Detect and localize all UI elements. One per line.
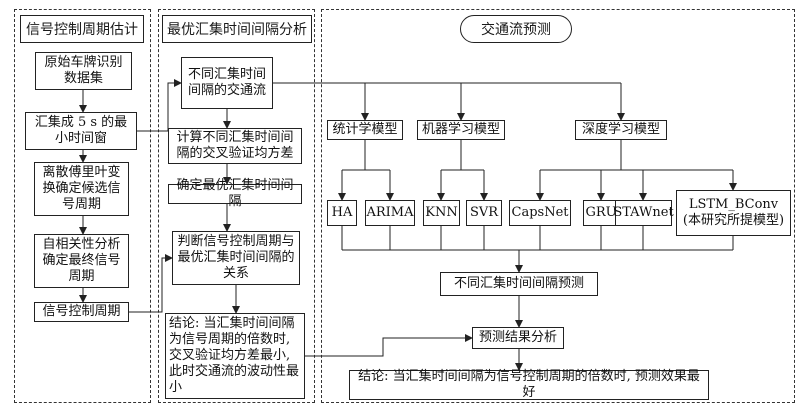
box-model-svr: SVR <box>466 200 502 226</box>
panel-title-signal-cycle: 信号控制周期估计 <box>20 15 144 43</box>
panel-title-optimal-interval: 最优汇集时间间隔分析 <box>162 15 312 43</box>
box-model-arima: ARIMA <box>365 200 415 226</box>
box-interval-prediction: 不同汇集时间间隔预测 <box>440 272 598 296</box>
box-model-stawnet: STAWnet <box>613 200 674 226</box>
panel-traffic-flow-prediction <box>321 9 795 403</box>
box-cv-mse: 计算不同汇集时间间隔的交叉验证均方差 <box>168 128 302 164</box>
box-signal-cycle: 信号控制周期 <box>34 302 129 322</box>
box-model-ha: HA <box>327 200 357 226</box>
box-dl-models: 深度学习模型 <box>575 120 667 140</box>
box-interval-traffic-flow: 不同汇集时间间隔的交通流 <box>181 57 273 109</box>
box-model-capsnet: CapsNet <box>509 200 571 226</box>
box-model-gru: GRU <box>583 200 619 226</box>
box-cycle-interval-relation: 判断信号控制周期与最优汇集时间间隔的关系 <box>172 231 300 285</box>
box-model-lstm-bconv: LSTM_BConv (本研究所提模型) <box>676 190 791 236</box>
box-final-conclusion: 结论: 当汇集时间间隔为信号控制周期的倍数时, 预测效果最好 <box>349 369 709 400</box>
panel-title-traffic-prediction: 交通流预测 <box>460 15 572 43</box>
box-min-time-window: 汇集成 5 s 的最小时间窗 <box>25 112 137 150</box>
box-raw-plate-data: 原始车牌识别数据集 <box>35 52 132 90</box>
box-result-analysis: 预测结果分析 <box>472 327 564 349</box>
panel-optimal-interval-analysis <box>158 9 315 403</box>
box-dft-candidate-cycle: 离散傅里叶变换确定候选信号周期 <box>34 162 129 216</box>
box-autocorrelation-cycle: 自相关性分析确定最终信号周期 <box>34 234 129 288</box>
panel-signal-cycle-estimation <box>14 9 151 403</box>
box-model-knn: KNN <box>423 200 460 226</box>
